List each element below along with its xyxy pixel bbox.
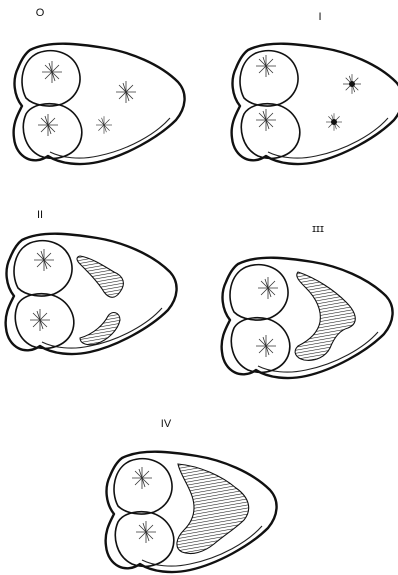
panel-iv: IV — [106, 418, 277, 572]
panel-iii: ɪɪɪ — [222, 223, 393, 378]
dentine-exposure-region — [295, 272, 355, 360]
panel-label-ii: II — [37, 209, 43, 221]
cusp-mark-icon — [116, 81, 136, 103]
cusp-mark-icon — [258, 277, 278, 299]
panel-label-i: I — [318, 11, 321, 23]
cusp-mark-icon — [42, 61, 62, 83]
panel-ii: II — [6, 209, 177, 354]
cusp-mark-icon — [256, 335, 276, 357]
cusp-mark-icon — [38, 114, 58, 136]
cusp-mark-icon — [132, 467, 152, 489]
cusp-mark-icon — [30, 309, 50, 331]
cusp-mark-icon — [256, 109, 276, 131]
panel-label-iii: ɪɪɪ — [312, 223, 324, 235]
cusp-mark-icon — [96, 116, 112, 134]
dentine-exposure-region — [80, 313, 120, 345]
panel-label-iv: IV — [161, 418, 172, 430]
cusp-mark-icon — [136, 521, 156, 543]
cusp-mark-icon — [256, 55, 276, 77]
dentine-exposure-region — [177, 464, 249, 554]
panel-label-o: O — [36, 7, 45, 19]
exposure-dot — [349, 81, 355, 87]
exposure-dot — [331, 119, 337, 125]
panel-i: I — [232, 11, 398, 164]
cusp-mark-icon — [34, 249, 54, 271]
panel-o: O — [14, 7, 185, 164]
dentine-exposure-region — [77, 256, 123, 297]
